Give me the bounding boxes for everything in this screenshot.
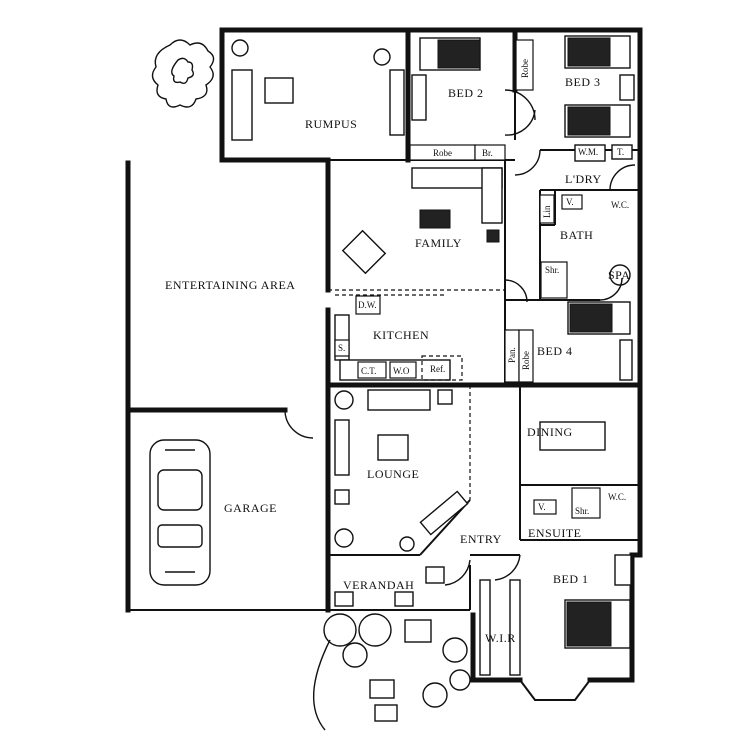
fixture-label-lin: Lin [542,205,552,218]
exterior-walls [125,27,643,701]
fixture-label-tub: T. [617,147,624,157]
room-label-wir: W.I.R [485,631,516,645]
fixture-label-wc-bath: W.C. [611,200,629,210]
room-label-bath: BATH [560,228,593,242]
room-label-family: FAMILY [415,236,462,250]
fixture-labels: Robe Br. Robe W.M. T. Lin V. W.C. Shr. D… [334,39,629,519]
fixture-label-shower-bath: Shr. [545,265,559,275]
room-label-ensuite: ENSUITE [528,526,582,540]
room-label-garage: GARAGE [224,501,277,515]
fixture-label-wo: W.O [393,366,410,376]
fixture-label-ct: C.T. [361,366,376,376]
fixture-label-robe-bed3: Robe [520,59,530,78]
fixture-label-wm: W.M. [578,147,598,157]
fixture-label-vanity-bath: V. [566,197,574,207]
room-label-bed4: BED 4 [537,344,573,358]
fixture-label-pantry: Pan. [507,347,517,363]
landscaping [151,39,471,731]
fixture-label-wc-ensuite: W.C. [608,492,626,502]
room-labels: RUMPUS BED 2 BED 3 FAMILY KITCHEN ENTERT… [165,75,630,645]
doors [284,89,636,586]
fixture-label-ref: Ref. [430,364,445,374]
car-icon [149,439,211,586]
fixture-label-robe-bed2: Robe [433,148,452,158]
fixture-label-sink: S. [338,343,345,353]
fixture-label-shower-ensuite: Shr. [575,506,589,516]
room-label-bed3: BED 3 [565,75,601,89]
room-label-laundry: L'DRY [565,172,602,186]
room-label-entry: ENTRY [460,532,502,546]
room-label-bed2: BED 2 [448,86,484,100]
fixture-label-dw: D.W. [358,300,377,310]
fixture-label-linen: Br. [482,148,493,158]
room-label-dining: DINING [527,425,573,439]
room-label-kitchen: KITCHEN [373,328,429,342]
room-label-rumpus: RUMPUS [305,117,357,131]
room-label-lounge: LOUNGE [367,467,419,481]
room-label-bed1: BED 1 [553,572,589,586]
room-label-spa: SPA [608,268,630,282]
fixture-label-robe-bed4: Robe [521,351,531,370]
fixture-label-vanity-ensuite: V. [538,502,546,512]
room-label-verandah: VERANDAH [343,578,414,592]
room-label-entertaining: ENTERTAINING AREA [165,278,295,292]
